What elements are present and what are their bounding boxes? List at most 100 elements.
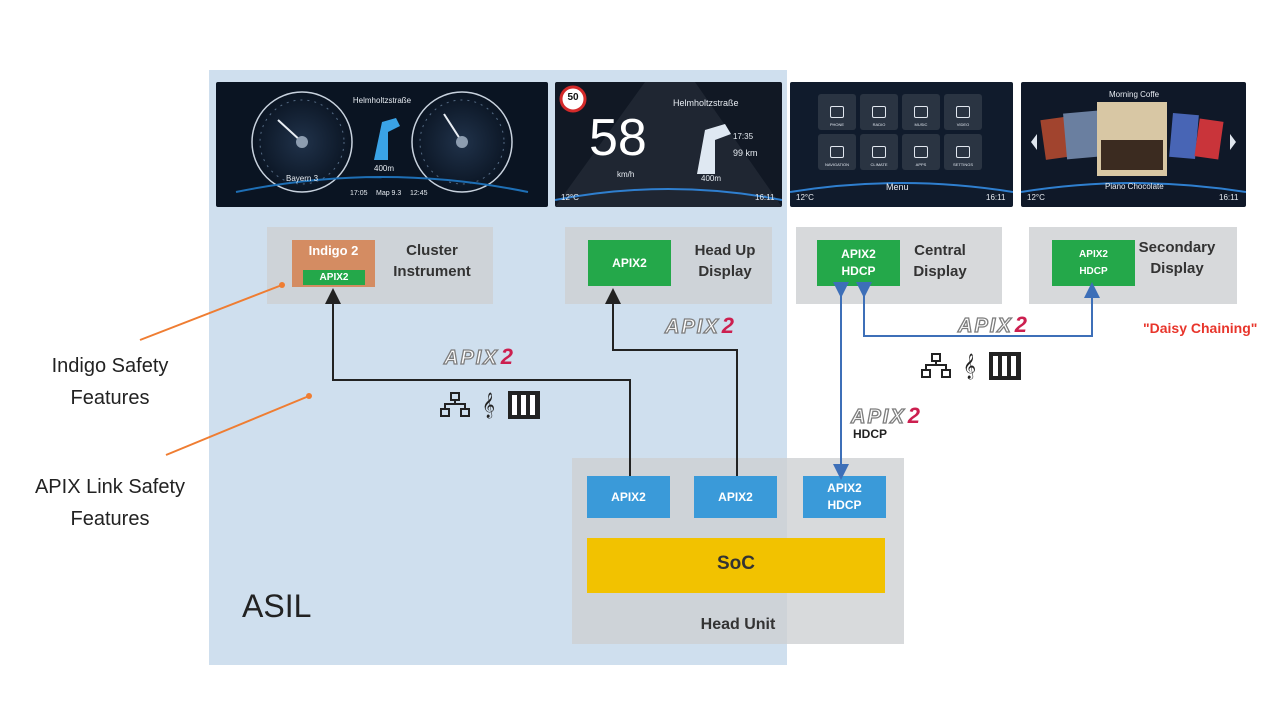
cluster-apix2-chip: APIX2 [303,270,365,285]
menu-tile-label: MUSIC [914,122,928,127]
secondary-album-art [1021,102,1246,193]
chip-line-2: HDCP [1079,266,1108,277]
secondary-title: Morning Coffe [1109,90,1160,99]
network-icon [921,353,951,379]
chip-line-2: HDCP [827,498,862,512]
menu-tile-label: SETTINGS [952,162,973,167]
indigo-label-line-1: Indigo Safety [51,355,169,377]
asil-label: ASIL [242,588,312,624]
chip-line-1: APIX2 [841,247,876,261]
hud-remaining: 99 km [733,148,758,158]
hud-label-line-1: Head Up [694,242,756,259]
secondary-temp: 12°C [1027,193,1045,202]
menu-tile-label: APPS [915,162,927,167]
menu-tile-icon [914,146,928,158]
apix2-logo-central: APIX2 [850,403,922,429]
central-time: 16:11 [986,193,1006,202]
menu-tile-icon [872,106,886,118]
menu-tile: VIDEO [944,94,982,130]
cluster-link-line [325,288,631,476]
central-label-line-2: Display [913,263,967,280]
cluster-station: Bayern 3 [286,174,319,183]
central-display-label: Central Display [898,240,982,282]
hud-distance: 400m [701,174,722,183]
cluster-bottom-1: 17:05 [350,190,368,197]
menu-tile: PHONE [818,94,856,130]
hud-street: Helmholtzstraße [673,98,739,108]
indigo2-label: Indigo 2 [308,243,359,258]
apix-logo-suffix: 2 [500,344,515,369]
central-screen: PHONE RADIO MUSIC VIDEO NAVIGATION CLIMATE APP… [790,82,1013,207]
apix-logo-text: APIX [957,314,1013,337]
central-temp: 12°C [796,193,814,202]
menu-tile-icon [830,146,844,158]
hud-screen: 50 Helmholtzstraße 58 km/h 400m 17:35 99… [555,82,782,207]
apix-pointer-line [165,395,310,456]
network-icon [440,392,470,418]
cluster-bottom-2: Map 9.3 [376,190,402,197]
head-unit-apix2-chip-2: APIX2 [694,476,777,518]
soc-label: SoC [717,553,755,574]
cluster-distance: 400m [374,164,395,173]
menu-tile: APPS [902,134,940,170]
indigo-label-line-2: Features [70,387,150,409]
menu-tile-icon [956,106,970,118]
menu-tile: SETTINGS [944,134,982,170]
menu-tile: MUSIC [902,94,940,130]
chip-line-2: HDCP [841,264,876,278]
apix-pointer-dot [306,393,312,399]
cluster-bottom-3: 12:45 [410,190,428,197]
film-strip-icon [988,351,1022,381]
cluster-gauges [235,91,529,193]
secondary-label-line-1: Secondary [1138,239,1216,256]
hud-label-line-2: Display [698,263,752,280]
menu-tile-label: CLIMATE [870,162,888,167]
hdcp-label: HDCP [853,427,888,441]
menu-tile-label: NAVIGATION [824,162,850,167]
soc-block [587,538,885,593]
apix-link-safety-label: APIX Link Safety Features [12,471,208,535]
apix-label-line-1: APIX Link Safety [34,476,186,498]
menu-tile-label: RADIO [872,122,886,127]
apix2-logo-cluster: APIX2 [443,344,515,370]
indigo-pointer-dot [279,282,285,288]
central-menu-label: Menu [886,182,909,192]
hud-apix2-chip: APIX2 [588,240,671,286]
chip-line-1: APIX2 [1079,249,1108,260]
menu-tile: NAVIGATION [818,134,856,170]
apix-logo-suffix: 2 [907,403,922,428]
apix-logo-text: APIX [443,346,499,369]
daisy-chaining-label: "Daisy Chaining" [1143,320,1258,336]
central-apix2-hdcp-chip: APIX2 HDCP [817,240,900,286]
secondary-screen: Morning Coffe Piano Chocolate 12°C 16:11 [1021,82,1246,207]
menu-tile-label: PHONE [829,122,845,127]
feature-icons-left: 𝄞 [440,390,541,420]
menu-tile-label: VIDEO [956,122,970,127]
feature-icons-right: 𝄞 [921,351,1022,381]
apix-logo-suffix: 2 [1014,312,1029,337]
indigo-pointer-line [139,284,283,341]
cluster-label-line-1: Cluster [406,242,458,259]
menu-tile: RADIO [860,94,898,130]
menu-tile-icon [872,146,886,158]
music-note-icon: 𝄞 [963,353,977,378]
indigo-safety-label: Indigo Safety Features [20,350,200,414]
secondary-label-line-2: Display [1150,260,1204,277]
menu-tile: CLIMATE [860,134,898,170]
hud-link-line [605,288,738,476]
secondary-apix2-hdcp-chip: APIX2 HDCP [1052,240,1135,286]
menu-tile-icon [914,106,928,118]
secondary-track: Piano Chocolate [1105,182,1164,191]
cluster-screen: Helmholtzstraße Bayern 3 400m 17:05 Map … [216,82,548,207]
head-unit-apix2-hdcp-chip: APIX2 HDCP [803,476,886,518]
head-unit-label: Head Unit [700,616,776,633]
hud-eta: 17:35 [733,132,754,141]
hud-speed-limit: 50 [567,92,579,103]
central-tile-grid: PHONE RADIO MUSIC VIDEO NAVIGATION CLIMATE APP… [818,94,984,172]
hud-speed-unit: km/h [617,170,635,179]
apix-logo-suffix: 2 [721,313,736,338]
daisy-chain-line [856,282,1100,337]
chip-line-1: APIX2 [827,481,862,495]
hud-speed: 58 [589,109,647,167]
